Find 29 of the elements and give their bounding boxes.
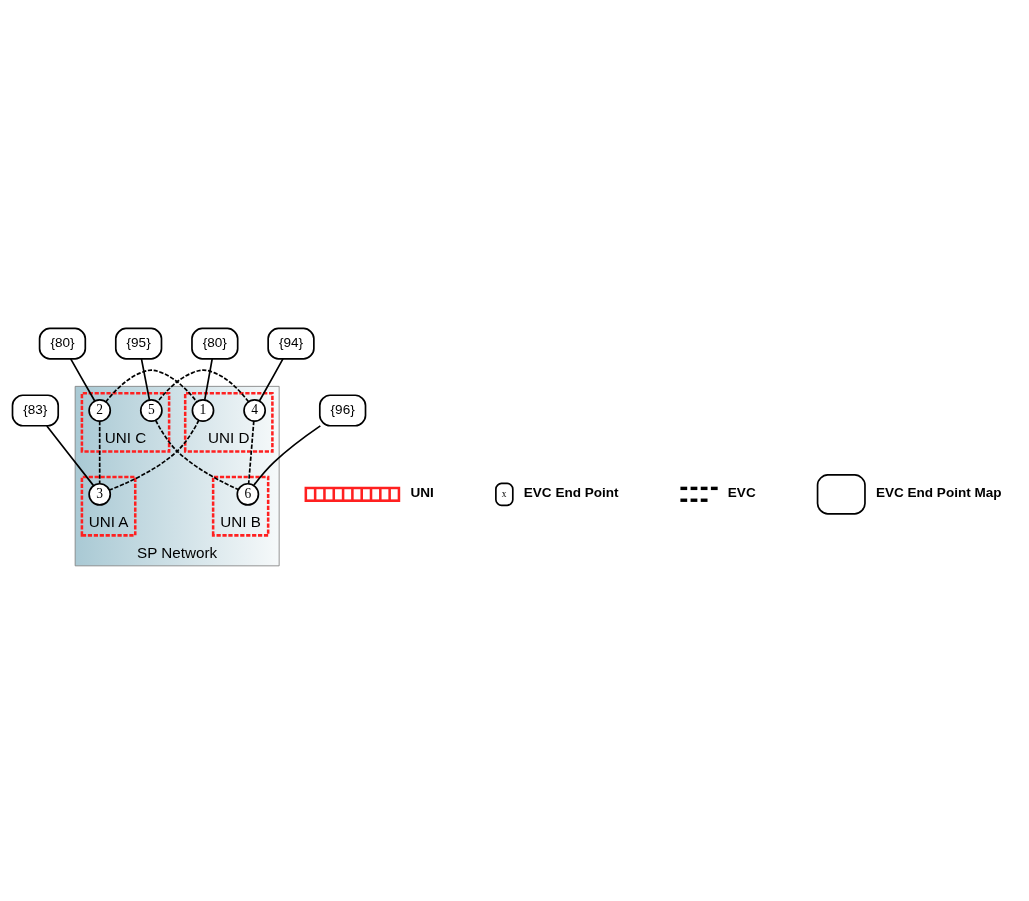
connector (46, 425, 95, 487)
connector (98, 420, 101, 485)
legend-label: EVC End Point Map (875, 484, 1002, 500)
connector (203, 358, 214, 401)
node-circle: 6 (236, 482, 260, 506)
node-box: {80} (191, 327, 239, 360)
connector (154, 419, 240, 491)
node-circle: 2 (88, 399, 112, 422)
node-circle: 4 (243, 399, 267, 422)
node-box: {96} (318, 394, 367, 427)
connector (140, 358, 151, 401)
connector (253, 425, 322, 487)
node-box: {94} (267, 327, 315, 360)
connector (258, 358, 284, 402)
connector (247, 420, 255, 485)
legend-label: UNI (410, 484, 434, 500)
legend-label: EVC (727, 484, 756, 500)
node-circle: 5 (139, 399, 163, 422)
node-box: {95} (114, 327, 163, 360)
node-circle: 3 (88, 482, 112, 506)
node-box: {83} (11, 394, 60, 427)
connector (69, 358, 96, 402)
node-box: {80} (38, 327, 87, 360)
connector (105, 369, 198, 403)
legend-label: EVC End Point (523, 484, 619, 500)
node-circle: 1 (191, 399, 215, 422)
connector (156, 369, 250, 403)
label: x (501, 488, 507, 499)
connector (108, 419, 200, 491)
